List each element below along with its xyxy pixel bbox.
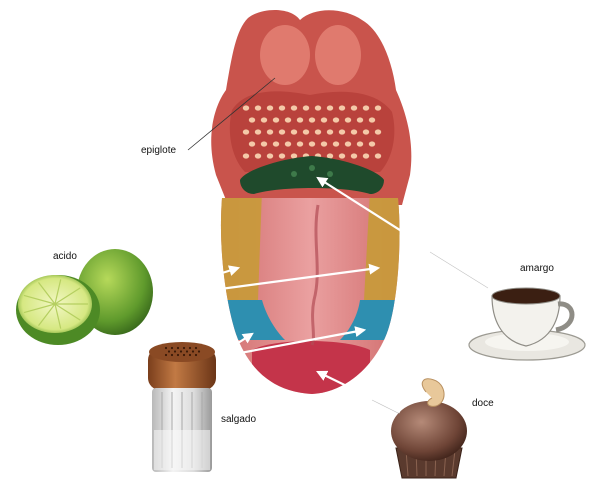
papilla-dot: [309, 141, 315, 146]
papilla-dot: [321, 117, 327, 122]
shaker-hole: [189, 347, 191, 349]
papilla-dot: [327, 105, 333, 110]
shaker-cap-top: [149, 342, 215, 362]
papilla-dot: [375, 129, 381, 134]
papilla-dot: [369, 117, 375, 122]
vallate-papilla: [309, 165, 315, 171]
papilla-dot: [273, 117, 279, 122]
vallate-papilla: [291, 171, 297, 177]
sweet-zone: [252, 341, 370, 405]
papilla-dot: [243, 153, 249, 158]
papilla-dot: [303, 129, 309, 134]
label-acido: acido: [53, 252, 77, 262]
papilla-dot: [345, 117, 351, 122]
papilla-dot: [285, 141, 291, 146]
lime-icon: [16, 249, 153, 345]
label-doce: doce: [472, 399, 494, 409]
papilla-dot: [351, 153, 357, 158]
shaker-hole: [171, 354, 173, 356]
papilla-dot: [363, 105, 369, 110]
label-epiglote: epiglote: [141, 146, 176, 156]
papilla-dot: [249, 141, 255, 146]
papilla-dot: [273, 141, 279, 146]
papilla-dot: [363, 129, 369, 134]
shaker-hole: [189, 354, 191, 356]
cupcake-icon: [391, 379, 467, 478]
shaker-hole: [183, 354, 185, 356]
coffee-cup-icon: [469, 288, 585, 360]
tonsil-left: [260, 25, 310, 85]
cup-coffee: [492, 288, 560, 304]
papilla-dot: [339, 105, 345, 110]
papilla-dot: [375, 153, 381, 158]
shaker-hole: [177, 347, 179, 349]
shaker-hole: [192, 350, 194, 352]
shaker-hole: [195, 354, 197, 356]
papilla-dot: [267, 129, 273, 134]
papilla-dot: [327, 129, 333, 134]
acid-zone-right: [364, 190, 410, 300]
papilla-dot: [249, 117, 255, 122]
papilla-dot: [321, 141, 327, 146]
shaker-hole: [198, 350, 200, 352]
papilla-dot: [327, 153, 333, 158]
papilla-dot: [363, 153, 369, 158]
papilla-dot: [255, 105, 261, 110]
papilla-dot: [375, 105, 381, 110]
vallate-papilla: [327, 171, 333, 177]
papilla-dot: [345, 141, 351, 146]
papilla-dot: [267, 105, 273, 110]
papilla-dot: [351, 105, 357, 110]
papilla-dot: [255, 153, 261, 158]
papilla-dot: [279, 105, 285, 110]
salt-shaker-icon: [148, 342, 216, 472]
papilla-dot: [261, 117, 267, 122]
papilla-dot: [279, 129, 285, 134]
papilla-dot: [357, 117, 363, 122]
papilla-dot: [303, 105, 309, 110]
papilla-dot: [309, 117, 315, 122]
shaker-hole: [168, 350, 170, 352]
papilla-dot: [285, 117, 291, 122]
papilla-dot: [339, 129, 345, 134]
papilla-dot: [297, 141, 303, 146]
tonsil-right: [315, 25, 361, 85]
tongue-illustration: [210, 10, 411, 405]
papilla-dot: [279, 153, 285, 158]
shaker-hole: [183, 347, 185, 349]
label-amargo: amargo: [520, 264, 554, 274]
shaker-hole: [177, 354, 179, 356]
papilla-dot: [297, 117, 303, 122]
shaker-hole: [180, 350, 182, 352]
papilla-dot: [261, 141, 267, 146]
papilla-dot: [291, 129, 297, 134]
papilla-dot: [243, 105, 249, 110]
shaker-salt: [154, 430, 210, 470]
papilla-dot: [315, 105, 321, 110]
papilla-dot: [267, 153, 273, 158]
cupcake-top: [391, 401, 467, 461]
papilla-dot: [351, 129, 357, 134]
shaker-hole: [165, 354, 167, 356]
papilla-dot: [357, 141, 363, 146]
papilla-dot: [255, 129, 261, 134]
shaker-hole: [165, 347, 167, 349]
papilla-dot: [291, 105, 297, 110]
papilla-dot: [243, 129, 249, 134]
sweet-arrow: [318, 372, 400, 412]
shaker-hole: [186, 350, 188, 352]
shaker-hole: [174, 350, 176, 352]
label-salgado: salgado: [221, 415, 256, 425]
papilla-dot: [291, 153, 297, 158]
papilla-dot: [315, 129, 321, 134]
papilla-dot: [333, 141, 339, 146]
shaker-hole: [171, 347, 173, 349]
papilla-dot: [369, 141, 375, 146]
shaker-hole: [195, 347, 197, 349]
papilla-dot: [339, 153, 345, 158]
papilla-dot: [333, 117, 339, 122]
